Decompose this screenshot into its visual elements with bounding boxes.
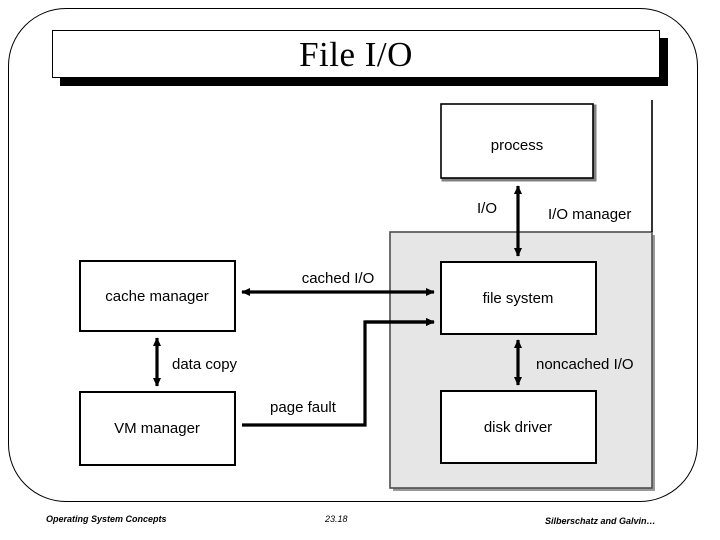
process-box (440, 103, 594, 179)
process-label: process (491, 137, 544, 154)
edge-data-copy-label: data copy (172, 356, 238, 373)
edge-noncached-io-label: noncached I/O (536, 356, 634, 373)
footer-page-number: 23.18 (325, 514, 348, 524)
page-title: File I/O (299, 34, 413, 74)
title-box: File I/O (52, 30, 660, 78)
slide-border (8, 8, 698, 502)
edge-io-label: I/O (477, 200, 497, 217)
disk-driver-label: disk driver (484, 419, 552, 436)
cache-manager-box (79, 260, 236, 332)
slide-footer: Operating System Concepts 23.18 Silbersc… (0, 508, 720, 532)
footer-book-title: Operating System Concepts (46, 514, 167, 524)
footer-authors: Silberschatz and Galvin… (545, 516, 656, 526)
disk-driver-box (440, 390, 597, 464)
edge-page-fault-label: page fault (270, 399, 337, 416)
cache-manager-label: cache manager (105, 288, 208, 305)
file-system-box (440, 261, 597, 335)
file-system-label: file system (483, 290, 554, 307)
vm-manager-box (79, 391, 236, 466)
edge-cached-io-label: cached I/O (302, 270, 375, 287)
io-manager-region-label: I/O manager (548, 206, 631, 223)
vm-manager-label: VM manager (114, 420, 200, 437)
